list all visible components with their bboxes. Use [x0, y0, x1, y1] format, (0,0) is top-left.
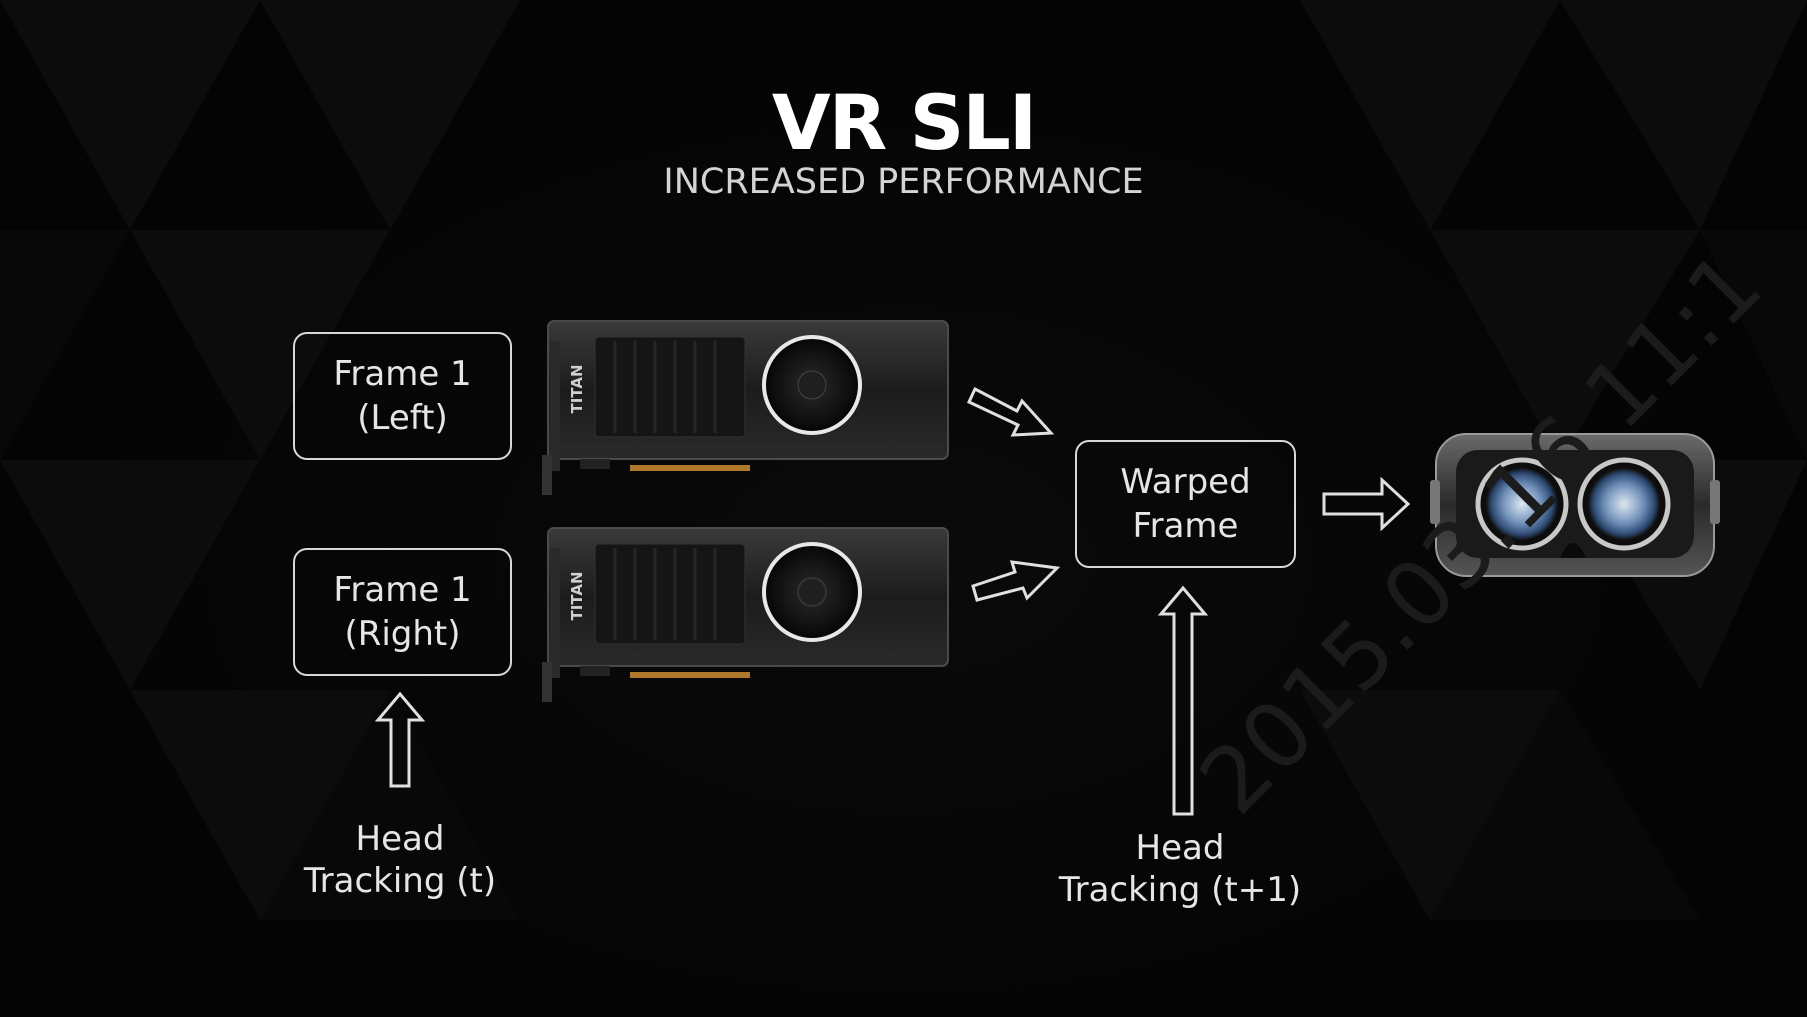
head-tracking-t1-line2: Tracking (t+1): [1058, 870, 1302, 910]
gpu-top-brand: TITAN: [568, 364, 586, 413]
slide-subtitle: INCREASED PERFORMANCE: [663, 162, 1144, 202]
gpu-bottom-brand: TITAN: [568, 571, 586, 620]
warped-frame-line2: Frame: [1132, 506, 1239, 546]
arrow-gpu-bottom-to-warped: [971, 560, 1061, 602]
gpu-card-top: TITAN: [542, 320, 949, 495]
frame-right-line1: Frame 1: [333, 570, 472, 610]
head-tracking-t1-label-text: Head Tracking (t+1): [1040, 827, 1320, 911]
frame-left-line1: Frame 1: [333, 354, 472, 394]
arrow-head-tracking-t-up: [374, 691, 426, 788]
arrow-gpu-top-to-warped: [967, 386, 1055, 437]
arrow-warped-to-headset: [1322, 476, 1411, 532]
arrow-head-tracking-t1-up: [1157, 585, 1209, 816]
warped-frame-box: Warped Frame: [1075, 440, 1296, 568]
gpu-card-bottom: TITAN: [542, 527, 949, 702]
frame-left-box: Frame 1 (Left): [293, 332, 512, 460]
frame-left-line2: (Left): [357, 398, 448, 438]
frame-right-line2: (Right): [344, 614, 461, 654]
slide-title: VR SLI: [771, 78, 1037, 167]
head-tracking-t1-line1: Head: [1135, 828, 1225, 868]
warped-frame-line1: Warped: [1120, 462, 1251, 502]
head-tracking-t-line2: Tracking (t): [303, 861, 497, 901]
head-tracking-t-line1: Head: [355, 819, 445, 859]
frame-right-box: Frame 1 (Right): [293, 548, 512, 676]
head-tracking-t-label: Head Tracking (t): [275, 818, 525, 902]
vr-headset-image: [1430, 433, 1720, 577]
